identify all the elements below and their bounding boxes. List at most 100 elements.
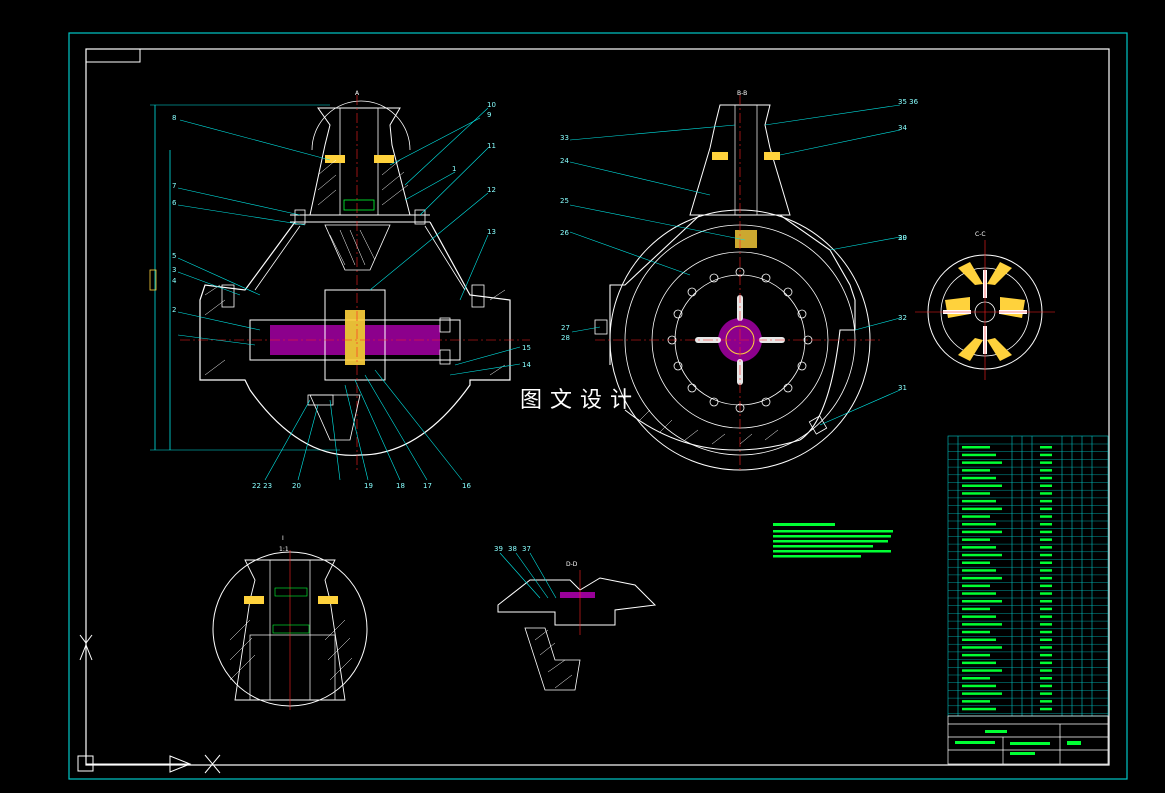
parts-list-rows <box>948 443 1108 714</box>
callout-label: 26 <box>560 229 569 237</box>
parts-row-mark <box>1040 507 1052 511</box>
parts-row-mark <box>962 576 1002 580</box>
side-view: 33 35 36 34 24 25 26 27 28 29 30 32 31 B… <box>560 90 919 471</box>
callout-label: 33 <box>560 134 569 142</box>
parts-row-mark <box>962 600 1002 603</box>
parts-row-mark <box>1040 484 1052 487</box>
parts-row-mark <box>962 499 996 503</box>
parts-row-mark <box>1040 638 1052 641</box>
callout-label: 3 <box>172 266 176 274</box>
detail-scale-label: 1:1 <box>279 546 289 553</box>
inner-frame <box>85 48 1110 766</box>
callout-label: 2 <box>172 306 176 314</box>
parts-row-mark <box>962 700 990 703</box>
parts-row-mark <box>1040 615 1052 618</box>
parts-row-mark <box>1040 446 1052 449</box>
section-mark: A <box>355 90 360 97</box>
d-d-view: D-D 39 38 37 <box>494 545 657 691</box>
callout-label: 38 <box>508 545 517 553</box>
parts-row-mark <box>1040 684 1052 688</box>
parts-row-mark <box>962 484 1002 487</box>
parts-row-mark <box>962 607 990 611</box>
callout-label: 18 <box>396 482 405 490</box>
callout-label: 35 36 <box>898 98 919 106</box>
parts-row-mark <box>1040 561 1052 564</box>
parts-row-mark <box>962 453 996 457</box>
c-c-view: C-C <box>915 231 1055 380</box>
parts-row-mark <box>962 523 996 526</box>
callout-label: 31 <box>898 384 907 392</box>
callout-label: 4 <box>172 277 177 285</box>
parts-row-mark <box>1040 515 1052 518</box>
parts-row-mark <box>1040 592 1052 595</box>
parts-row-mark <box>962 592 996 595</box>
parts-row-mark <box>962 669 1002 672</box>
parts-row-mark <box>962 677 990 680</box>
parts-row-mark <box>1040 469 1052 472</box>
parts-row-mark <box>1040 569 1052 572</box>
parts-row-mark <box>962 653 990 657</box>
callout-label: 19 <box>364 482 373 490</box>
parts-row-mark <box>962 707 996 711</box>
parts-row-mark <box>962 469 990 472</box>
front-section-view: 8 9 10 11 12 13 1 7 6 5 3 4 2 15 14 22 2… <box>149 90 531 490</box>
parts-row-mark <box>1040 661 1052 665</box>
parts-row-mark <box>1040 576 1052 580</box>
parts-row-mark <box>1040 646 1052 649</box>
parts-row-mark <box>962 561 990 564</box>
parts-row-mark <box>1040 653 1052 657</box>
watermark-text: 图文设计 <box>520 388 641 413</box>
parts-row-mark <box>962 615 996 618</box>
parts-row-mark <box>962 492 990 495</box>
parts-row-mark <box>1040 553 1052 557</box>
callout-label: 32 <box>898 314 907 322</box>
callout-label: 5 <box>172 252 176 260</box>
callout-label: 25 <box>560 197 569 205</box>
parts-row-mark <box>962 684 996 688</box>
corner-tab <box>86 49 141 63</box>
callout-label: 8 <box>172 114 176 122</box>
callout-label: 1 <box>452 165 456 173</box>
callout-label: 16 <box>462 482 471 490</box>
ucs-icon <box>77 634 221 774</box>
callout-label: 24 <box>560 157 569 165</box>
section-mark: C-C <box>975 231 986 238</box>
parts-row-mark <box>962 553 1002 557</box>
parts-row-mark <box>1040 669 1052 672</box>
callout-label: 34 <box>898 124 907 132</box>
parts-row-mark <box>1040 692 1052 695</box>
callout-label: 17 <box>423 482 432 490</box>
callout-label: 22 23 <box>252 482 272 490</box>
parts-row-mark <box>962 630 990 634</box>
parts-row-mark <box>962 661 996 665</box>
parts-row-mark <box>962 515 990 518</box>
parts-row-mark <box>1040 607 1052 611</box>
parts-row-mark <box>962 646 1002 649</box>
parts-row-mark <box>962 538 990 541</box>
technical-notes <box>773 523 893 558</box>
parts-row-mark <box>1040 499 1052 503</box>
callout-label: 11 <box>487 142 496 150</box>
parts-row-mark <box>1040 546 1052 549</box>
callout-label: 27 <box>561 324 570 332</box>
title-block <box>947 715 1109 765</box>
parts-row-mark <box>1040 538 1052 541</box>
callout-label: 6 <box>172 199 177 207</box>
parts-row-mark <box>1040 677 1052 680</box>
callout-label: 20 <box>292 482 301 490</box>
parts-row-mark <box>1040 707 1052 711</box>
callout-label: 28 <box>561 334 570 342</box>
callout-label: 7 <box>172 182 176 190</box>
callout-label: 12 <box>487 186 496 194</box>
parts-row-mark <box>1040 476 1052 480</box>
parts-row-mark <box>962 446 990 449</box>
parts-row-mark <box>1040 492 1052 495</box>
parts-row-mark <box>1040 453 1052 457</box>
outer-frame <box>68 32 1128 780</box>
callout-label: 29 <box>898 234 907 242</box>
detail-scale-label: I <box>282 535 284 542</box>
callout-label: 10 <box>487 101 496 109</box>
parts-row-mark <box>962 476 996 480</box>
section-mark: B-B <box>737 90 747 97</box>
callout-label: 9 <box>487 111 491 119</box>
